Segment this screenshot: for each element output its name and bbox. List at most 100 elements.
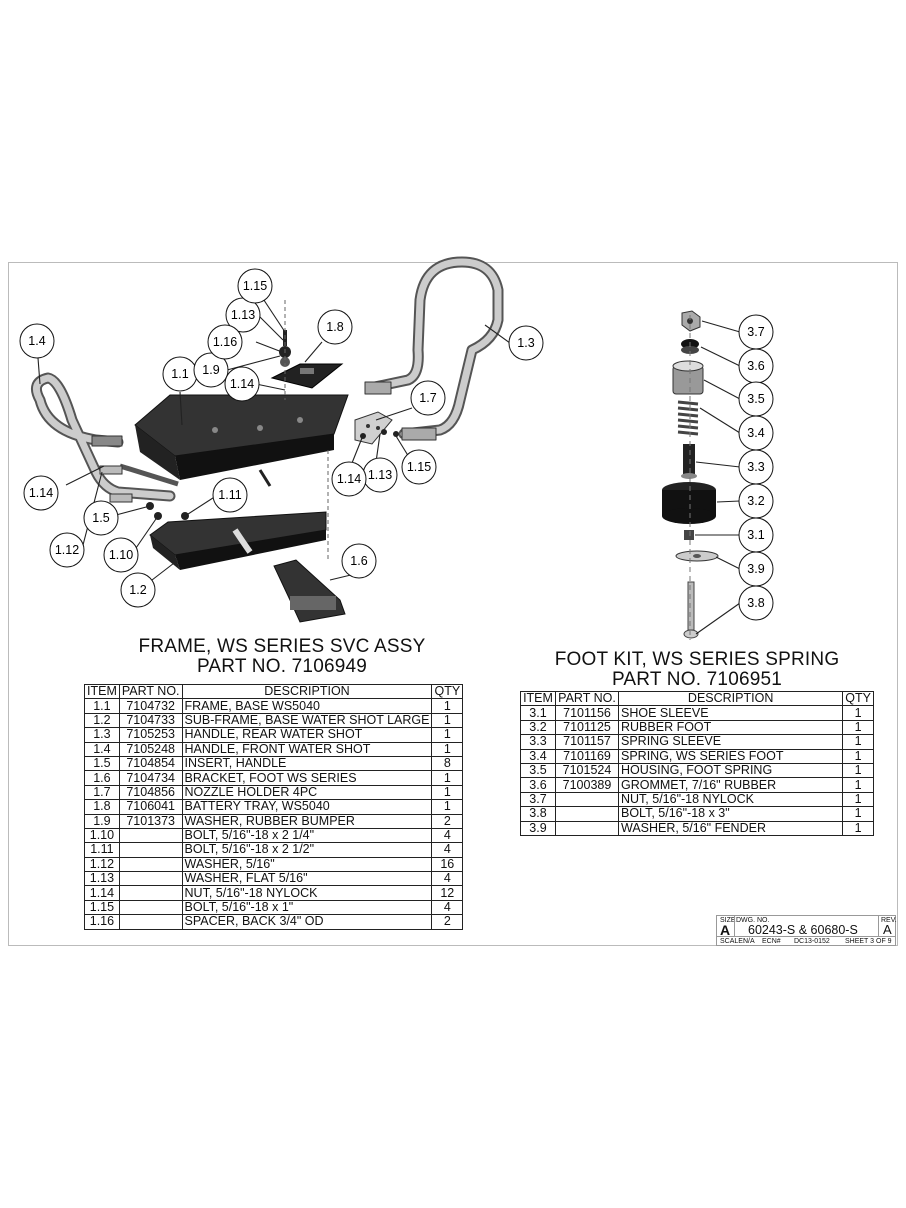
size-label: SIZE xyxy=(720,917,736,924)
qty-cell: 1 xyxy=(842,806,874,822)
description-cell: SPRING, WS SERIES FOOT xyxy=(617,748,844,764)
qty-cell: 1 xyxy=(842,719,874,736)
callout-1-3: 1.3 xyxy=(508,325,544,361)
item-cell: 1.13 xyxy=(84,871,120,887)
callout-3-4: 3.4 xyxy=(738,415,774,451)
description-cell: WASHER, 5/16" FENDER xyxy=(617,820,844,836)
svg-text:1.3: 1.3 xyxy=(517,336,534,350)
description-cell: SUB-FRAME, BASE WATER SHOT LARGE xyxy=(181,712,433,729)
header-description: DESCRIPTION xyxy=(181,683,433,700)
frame-title: FRAME, WS SERIES SVC ASSY PART NO. 71069… xyxy=(84,637,480,677)
part-no-cell: 7101156 xyxy=(555,705,619,721)
part-no-cell: 7101169 xyxy=(555,748,619,764)
scale-value: N/A xyxy=(743,938,755,945)
svg-text:1.13: 1.13 xyxy=(231,308,255,322)
callout-1-6: 1.6 xyxy=(341,543,377,579)
header-description: DESCRIPTION xyxy=(617,690,844,707)
callout-1-13-right: 1.13 xyxy=(362,457,398,493)
header-item: ITEM xyxy=(520,690,556,707)
description-cell: BOLT, 5/16"-18 x 2 1/4" xyxy=(181,827,433,844)
header-part-no: PART NO. xyxy=(118,683,183,700)
svg-text:1.10: 1.10 xyxy=(109,548,133,562)
assembly-centerlines xyxy=(284,300,329,560)
header-qty: QTY xyxy=(842,690,874,707)
svg-text:1.14: 1.14 xyxy=(29,486,53,500)
part-no-cell: 7104854 xyxy=(118,755,183,772)
item-cell: 1.9 xyxy=(84,813,120,829)
description-cell: BOLT, 5/16"-18 x 2 1/2" xyxy=(181,842,433,858)
qty-cell: 12 xyxy=(431,885,464,901)
description-cell: WASHER, 5/16" xyxy=(181,856,433,873)
item-cell: 3.3 xyxy=(520,734,556,750)
svg-text:1.12: 1.12 xyxy=(55,543,79,557)
qty-cell: 1 xyxy=(431,712,464,729)
sheet-number: SHEET 3 OF 9 xyxy=(845,938,892,945)
item-cell: 1.15 xyxy=(84,899,120,916)
svg-text:1.14: 1.14 xyxy=(230,377,254,391)
part-no-cell: 7101373 xyxy=(118,813,183,829)
description-cell: GROMMET, 7/16" RUBBER xyxy=(617,777,844,793)
front-handle-part xyxy=(30,372,176,502)
qty-cell: 2 xyxy=(431,914,464,930)
description-cell: INSERT, HANDLE xyxy=(181,755,433,772)
qty-cell: 1 xyxy=(842,748,874,764)
qty-cell: 4 xyxy=(431,827,464,844)
part-no-cell: 7104733 xyxy=(118,712,183,729)
foot-bracket-part xyxy=(273,559,346,623)
svg-text:1.9: 1.9 xyxy=(202,363,219,377)
ecn-label: ECN# xyxy=(762,938,781,945)
callout-1-1: 1.1 xyxy=(162,356,198,392)
qty-cell: 1 xyxy=(431,727,464,743)
header-part-no: PART NO. xyxy=(555,690,619,707)
item-cell: 1.3 xyxy=(84,727,120,743)
description-cell: BATTERY TRAY, WS5040 xyxy=(181,799,433,815)
bom-row: 1.13 WASHER, FLAT 5/16"4 xyxy=(84,871,464,887)
callout-leader-lines xyxy=(37,284,741,635)
item-cell: 1.12 xyxy=(84,856,120,873)
part-no-cell xyxy=(118,885,183,901)
qty-cell: 4 xyxy=(431,871,464,887)
callout-1-15-top: 1.15 xyxy=(237,268,273,304)
svg-text:3.7: 3.7 xyxy=(747,325,764,339)
callout-1-14-left: 1.14 xyxy=(23,475,59,511)
foot-title: FOOT KIT, WS SERIES SPRING PART NO. 7106… xyxy=(520,650,874,690)
callout-1-7: 1.7 xyxy=(410,380,446,416)
ecn-value: DC13-0152 xyxy=(794,938,830,945)
rev-value: A xyxy=(883,922,892,937)
item-cell: 3.4 xyxy=(520,748,556,764)
callout-1-10: 1.10 xyxy=(103,537,139,573)
svg-text:3.3: 3.3 xyxy=(747,460,764,474)
qty-cell: 1 xyxy=(842,734,874,750)
title-block: SIZE A DWG. NO. 60243-S & 60680-S REV. A… xyxy=(716,915,897,946)
battery-tray-part xyxy=(270,363,344,389)
dwg-number: 60243-S & 60680-S xyxy=(748,923,858,937)
frame-title-line1: FRAME, WS SERIES SVC ASSY xyxy=(138,636,426,657)
dwg-label: DWG. NO. xyxy=(736,917,770,924)
svg-text:1.13: 1.13 xyxy=(368,468,392,482)
description-cell: WASHER, FLAT 5/16" xyxy=(181,871,433,887)
callout-1-13-top: 1.13 xyxy=(225,297,261,333)
qty-cell: 1 xyxy=(842,820,874,836)
sub-frame-part xyxy=(149,511,327,570)
svg-text:1.8: 1.8 xyxy=(326,320,343,334)
callout-1-16: 1.16 xyxy=(207,324,243,360)
part-no-cell xyxy=(118,871,183,887)
item-cell: 1.6 xyxy=(84,770,120,786)
part-no-cell xyxy=(555,806,619,822)
frame-bom-header: ITEM PART NO. DESCRIPTION QTY xyxy=(84,683,464,700)
foot-kit-exploded-view xyxy=(662,310,719,640)
svg-text:3.6: 3.6 xyxy=(747,359,764,373)
callout-1-14-top: 1.14 xyxy=(224,366,260,402)
